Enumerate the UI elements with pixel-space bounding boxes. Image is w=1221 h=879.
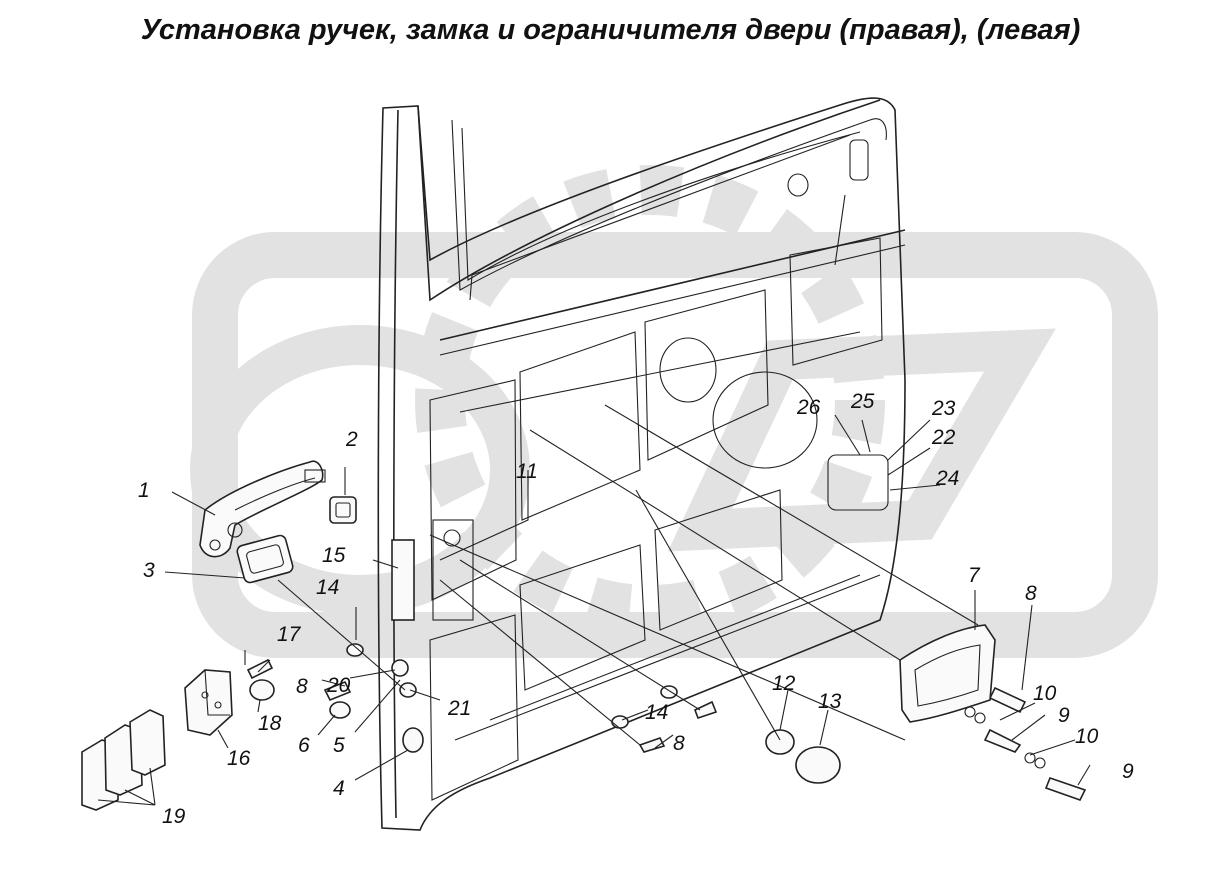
callout-12: 12 (772, 672, 796, 695)
fasteners (246, 643, 1087, 801)
callout-19: 19 (162, 805, 186, 828)
inner-handle (899, 624, 996, 723)
callout-13: 13 (818, 690, 842, 713)
callout-21: 21 (447, 697, 471, 720)
callout-2: 2 (345, 428, 358, 451)
callout-18: 18 (258, 712, 282, 735)
lock-striker-16 (184, 669, 233, 736)
callout-8b: 8 (296, 675, 308, 698)
callouts: 1 2 3 14 15 11 26 25 23 22 24 7 8 17 18 … (138, 390, 1134, 828)
callout-3: 3 (143, 559, 155, 582)
shim-plates-19 (81, 709, 166, 811)
callout-11: 11 (516, 460, 538, 483)
callout-26: 26 (796, 396, 821, 419)
callout-1: 1 (138, 479, 150, 502)
callout-15: 15 (322, 544, 346, 567)
callout-22: 22 (931, 426, 956, 449)
callout-10a: 10 (1033, 682, 1057, 705)
callout-23: 23 (931, 397, 956, 420)
callout-8a: 8 (1025, 582, 1037, 605)
leader-lines (97, 404, 1091, 806)
callout-9a: 9 (1058, 704, 1070, 727)
callout-10b: 10 (1075, 725, 1099, 748)
outer-handle (199, 460, 326, 558)
callout-17: 17 (277, 623, 302, 646)
callout-7: 7 (968, 564, 981, 587)
callout-5: 5 (333, 734, 345, 757)
callout-14b: 14 (645, 701, 668, 724)
gasket-3 (236, 534, 294, 584)
callout-9b: 9 (1122, 760, 1134, 783)
page-title: Установка ручек, замка и ограничителя дв… (140, 14, 1081, 46)
gasket-2 (329, 496, 357, 524)
callout-16: 16 (227, 747, 251, 770)
watermark-logo (190, 165, 1158, 658)
callout-6: 6 (298, 734, 310, 757)
callout-20: 20 (326, 674, 351, 697)
callout-4: 4 (333, 777, 345, 800)
callout-8c: 8 (673, 732, 685, 755)
callout-14a: 14 (316, 576, 339, 599)
callout-24: 24 (935, 467, 959, 490)
door-panel (377, 97, 906, 831)
callout-25: 25 (850, 390, 875, 413)
